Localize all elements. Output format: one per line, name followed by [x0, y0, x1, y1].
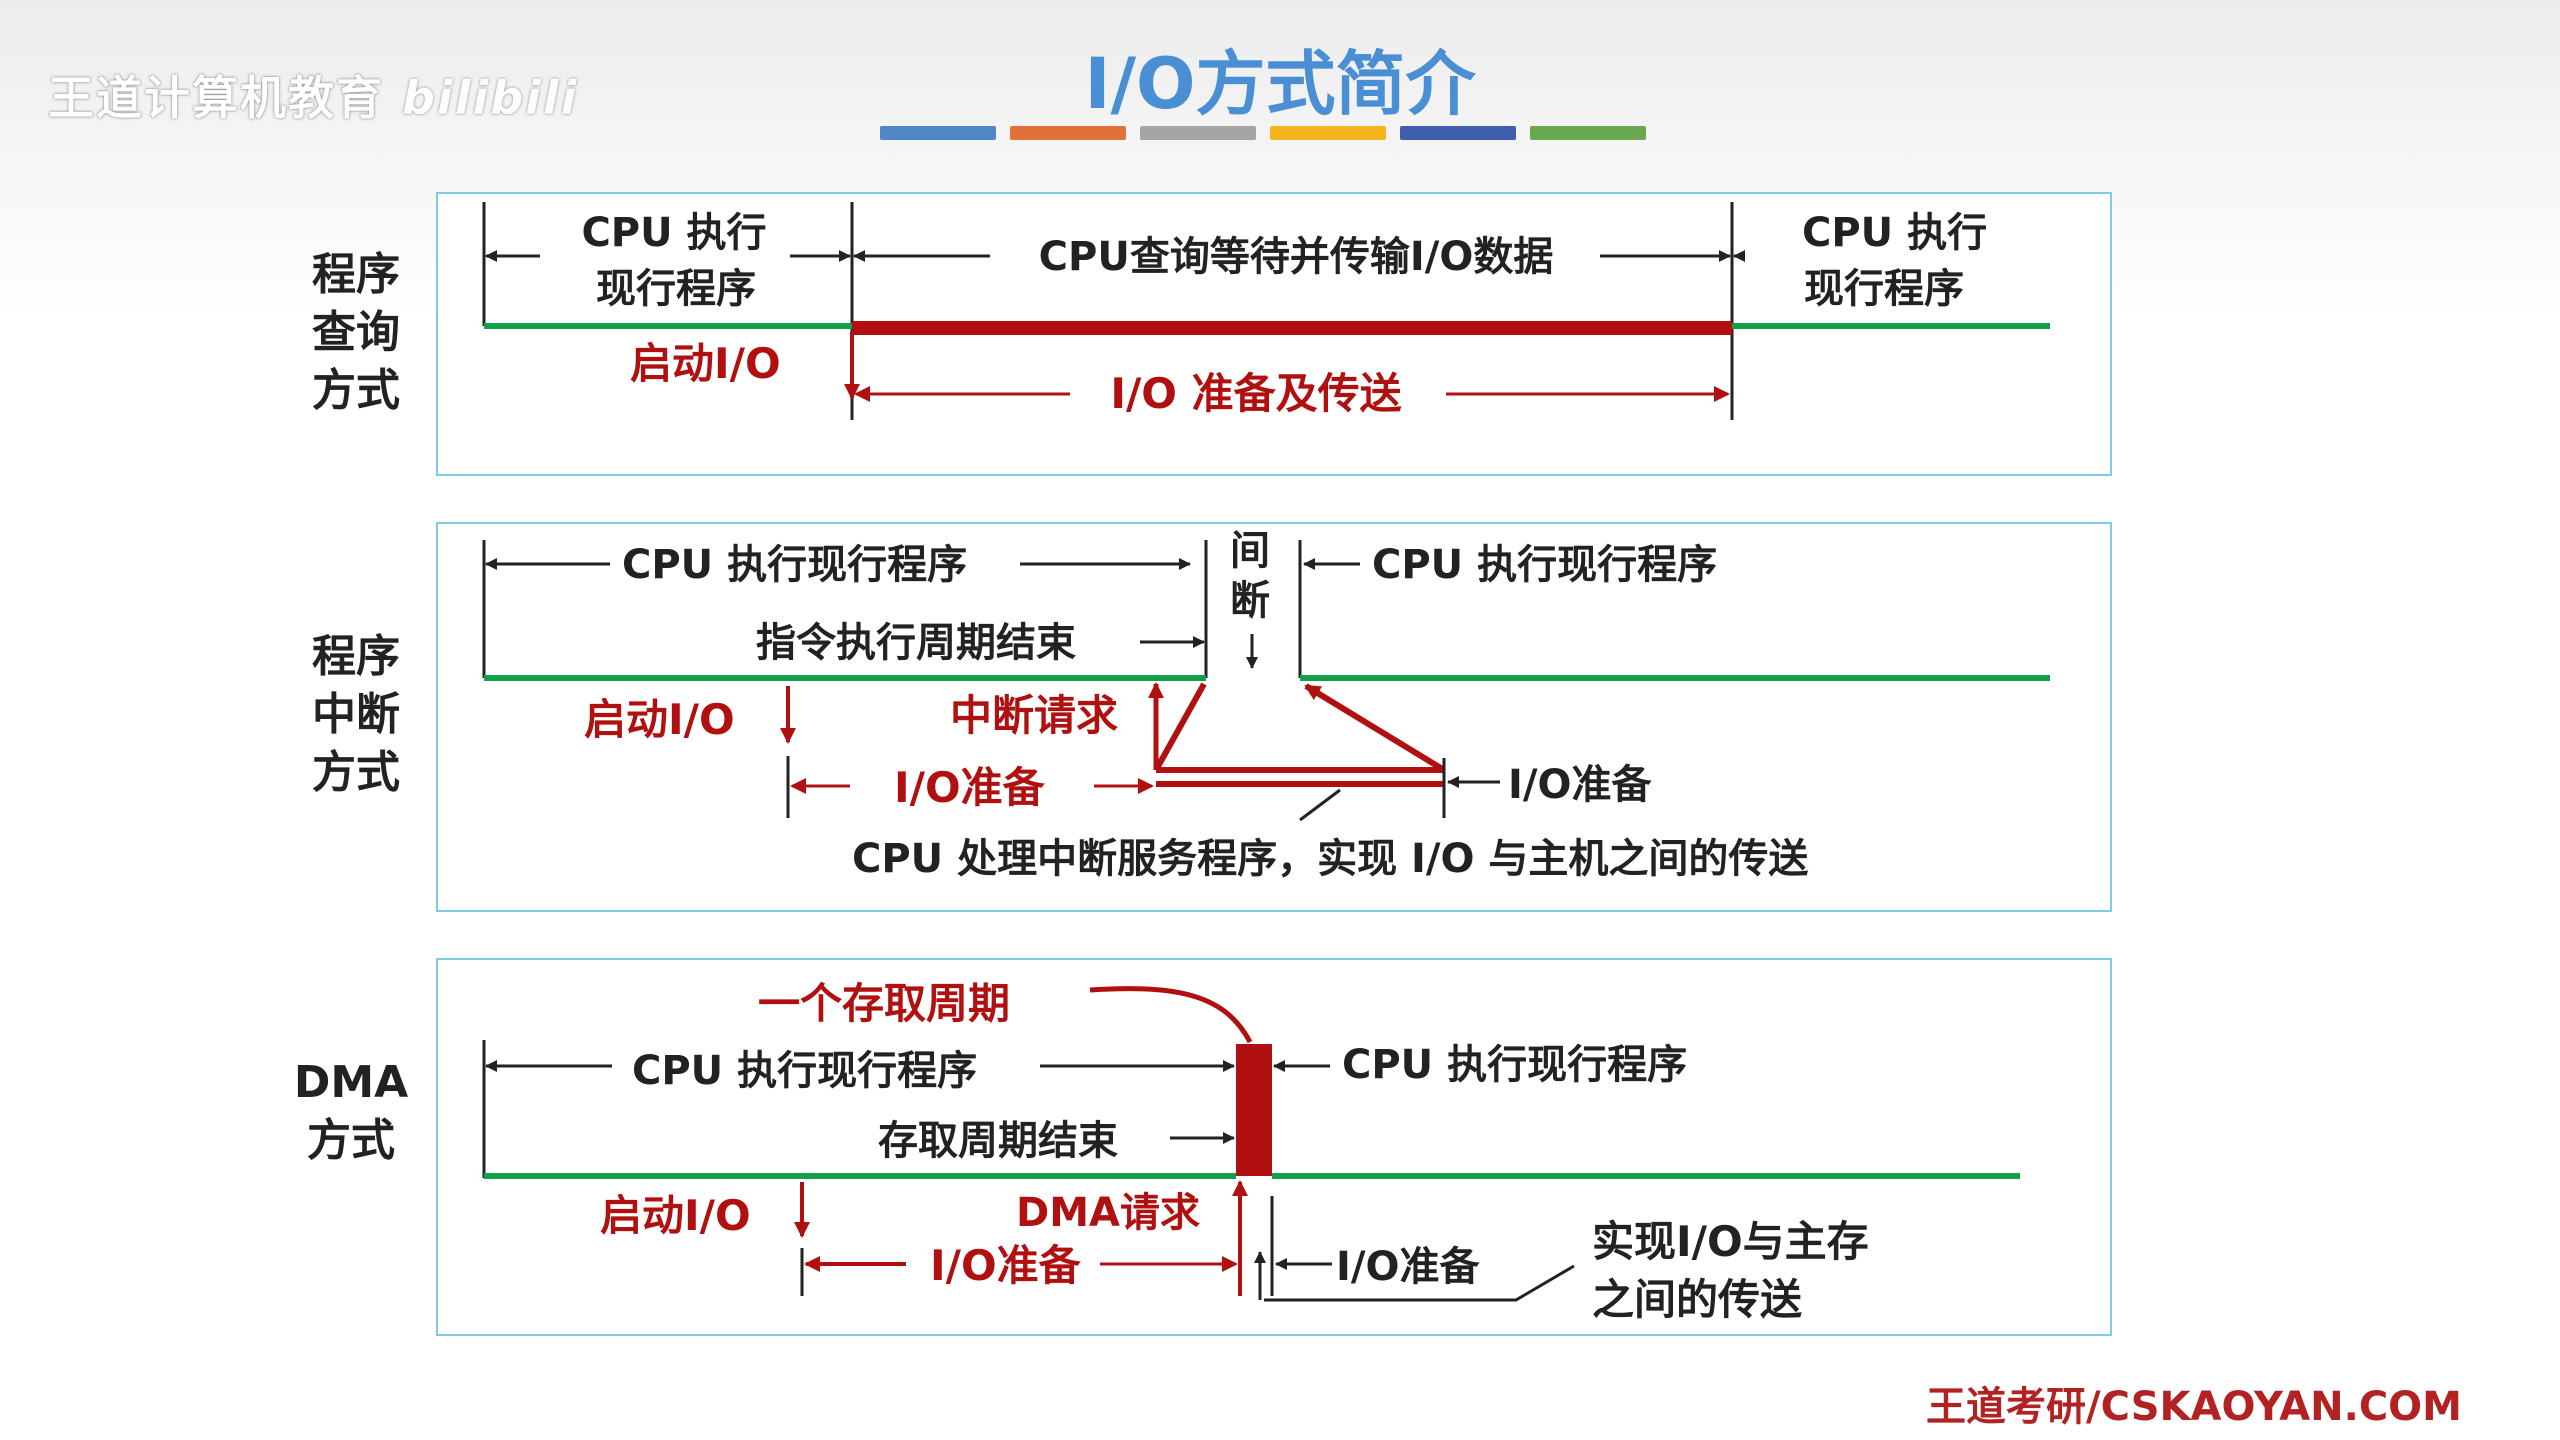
label-program-query: 程序 查询 方式 — [296, 246, 416, 420]
label-io-prepare-left: I/O准备 — [930, 1241, 1082, 1290]
label-transfer-note-2: 之间的传送 — [1592, 1275, 1802, 1324]
stripe-5 — [1400, 126, 1516, 140]
stripe-6 — [1530, 126, 1646, 140]
label-dma: DMA 方式 — [286, 1054, 416, 1170]
label-instr-cycle-end: 指令执行周期结束 — [756, 620, 1076, 666]
watermark-site: bilibili — [402, 71, 579, 125]
section-program-query: CPU 执行 现行程序 CPU查询等待并传输I/O数据 CPU 执行 现行程序 … — [482, 202, 2050, 420]
label-line: 方式 — [312, 747, 400, 798]
label-io-prepare-right: I/O准备 — [1508, 762, 1652, 808]
label-cpu-query: CPU查询等待并传输I/O数据 — [1039, 234, 1554, 280]
leader-line — [1264, 1264, 1575, 1302]
isr-return-line — [1304, 683, 1446, 773]
stripe-3 — [1140, 126, 1256, 140]
label-io-prepare-left: I/O准备 — [894, 763, 1046, 812]
label-access-cycle: 一个存取周期 — [758, 979, 1010, 1028]
label-cpu-exec-right: CPU 执行现行程序 — [1372, 542, 1717, 588]
section-dma: 一个存取周期 CPU 执行现行程序 CPU 执行现行程序 存取周期结束 启动I/… — [482, 979, 2020, 1324]
label-cpu-exec-right-1: CPU 执行 — [1802, 210, 1987, 256]
label-dma-request: DMA请求 — [1016, 1190, 1200, 1236]
label-interrupt: 程序 中断 方式 — [296, 628, 416, 802]
box-dma — [436, 958, 2112, 1336]
leader-line — [1299, 788, 1341, 822]
label-line: 查询 — [312, 307, 400, 358]
label-start-io: 启动I/O — [630, 339, 781, 388]
label-cpu-exec-right: CPU 执行现行程序 — [1342, 1042, 1687, 1088]
label-interrupt-request: 中断请求 — [950, 691, 1118, 740]
access-cycle-leader — [1089, 986, 1253, 1044]
watermark-org: 王道计算机教育 — [48, 71, 384, 125]
label-line: 方式 — [307, 1115, 395, 1166]
label-transfer-note-1: 实现I/O与主存 — [1592, 1217, 1869, 1266]
label-line: 方式 — [312, 365, 400, 416]
isr-entry-line — [1153, 682, 1207, 772]
label-gap-2: 断 — [1230, 578, 1270, 624]
label-line: 中断 — [312, 689, 400, 740]
label-gap-1: 间 — [1230, 528, 1270, 574]
label-cpu-exec-left-2: 现行程序 — [596, 266, 756, 312]
label-start-io: 启动I/O — [600, 1191, 751, 1240]
box-interrupt — [436, 522, 2112, 912]
stripe-2 — [1010, 126, 1126, 140]
label-line: 程序 — [312, 249, 400, 300]
label-io-prepare-transfer: I/O 准备及传送 — [1110, 369, 1401, 418]
stripe-1 — [880, 126, 996, 140]
section-interrupt: CPU 执行现行程序 指令执行周期结束 间 断 CPU 执行现行程序 启动I/O… — [482, 528, 2050, 882]
footer-brand: 王道考研/CSKAOYAN.COM — [1926, 1384, 2462, 1430]
label-cpu-exec-right-2: 现行程序 — [1804, 266, 1964, 312]
label-io-prepare-right: I/O准备 — [1336, 1244, 1480, 1290]
label-cpu-exec-left-1: CPU 执行 — [581, 210, 766, 256]
stripe-4 — [1270, 126, 1386, 140]
label-start-io: 启动I/O — [584, 695, 735, 744]
slide-title: I/O方式简介 — [1084, 43, 1476, 125]
label-cpu-exec-left: CPU 执行现行程序 — [632, 1048, 977, 1094]
label-access-cycle-end: 存取周期结束 — [878, 1118, 1118, 1164]
access-cycle-bar — [1236, 1044, 1272, 1176]
label-line: DMA — [293, 1057, 409, 1108]
watermark: 王道计算机教育 bilibili — [48, 62, 578, 128]
label-cpu-exec-left: CPU 执行现行程序 — [622, 542, 967, 588]
label-line: 程序 — [312, 631, 400, 682]
label-cpu-isr: CPU 处理中断服务程序，实现 I/O 与主机之间的传送 — [852, 836, 1808, 882]
